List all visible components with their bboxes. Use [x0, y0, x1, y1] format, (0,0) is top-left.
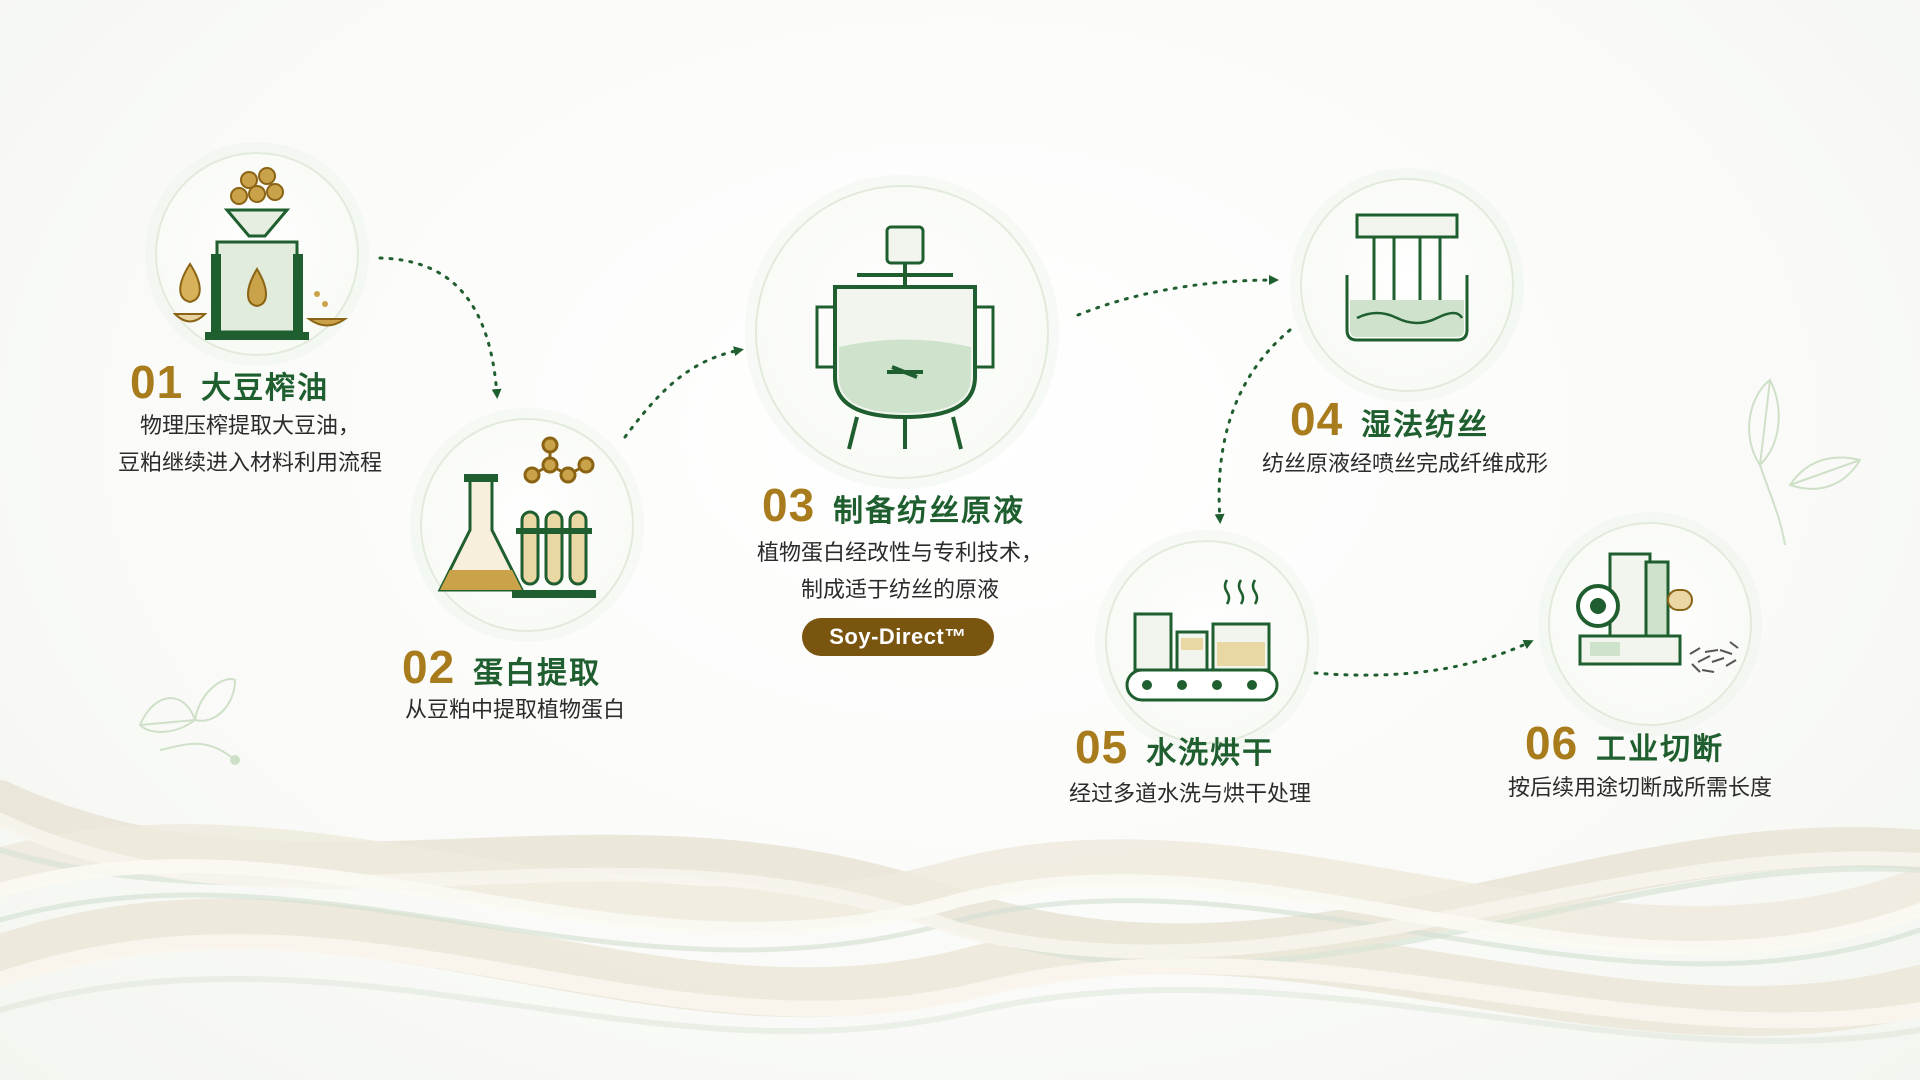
step-number: 03 [762, 479, 816, 531]
step-number: 04 [1290, 393, 1344, 445]
cutting-machine-icon [1548, 522, 1752, 726]
step-title: 大豆榨油 [201, 371, 330, 406]
arrow-02-03 [623, 346, 744, 439]
step-desc-line: 纺丝原液经喷丝完成纤维成形 [1261, 452, 1548, 477]
step-title: 湿法纺丝 [1361, 408, 1490, 443]
leaf-right-icon [1748, 378, 1862, 546]
soy-direct-badge: Soy-Direct™ [802, 618, 994, 656]
arrow-05-06 [1313, 640, 1534, 677]
step-number: 06 [1525, 717, 1579, 769]
soy-fiber-strands [0, 780, 1920, 1045]
step-desc-line: 经过多道水洗与烘干处理 [1068, 782, 1311, 807]
step-desc-line: 按后续用途切断成所需长度 [1507, 776, 1772, 801]
mixing-tank-icon [755, 185, 1049, 479]
step-title: 水洗烘干 [1146, 736, 1275, 771]
conveyor-dryer-icon [1105, 540, 1309, 744]
step-number: 02 [402, 641, 456, 693]
step-number: 05 [1075, 721, 1129, 773]
step-title: 蛋白提取 [473, 656, 602, 691]
step-number: 01 [130, 356, 184, 408]
arrow-01-02 [378, 256, 502, 399]
step-title: 工业切断 [1596, 732, 1725, 767]
step-desc-line: 豆粕继续进入材料利用流程 [117, 451, 382, 476]
arrow-03-04 [1076, 275, 1279, 317]
spinneret-bath-icon [1300, 178, 1514, 392]
lab-flask-icon [420, 418, 634, 632]
leaf-left-icon [138, 678, 240, 765]
oil-press-icon [155, 152, 359, 356]
step-title: 制备纺丝原液 [833, 494, 1026, 529]
arrow-04-05 [1214, 328, 1292, 524]
step-desc-line: 物理压榨提取大豆油， [139, 414, 360, 439]
step-desc-line: 制成适于纺丝的原液 [800, 578, 999, 603]
step-desc-line: 植物蛋白经改性与专利技术， [756, 541, 1043, 566]
step-desc-line: 从豆粕中提取植物蛋白 [404, 698, 625, 723]
